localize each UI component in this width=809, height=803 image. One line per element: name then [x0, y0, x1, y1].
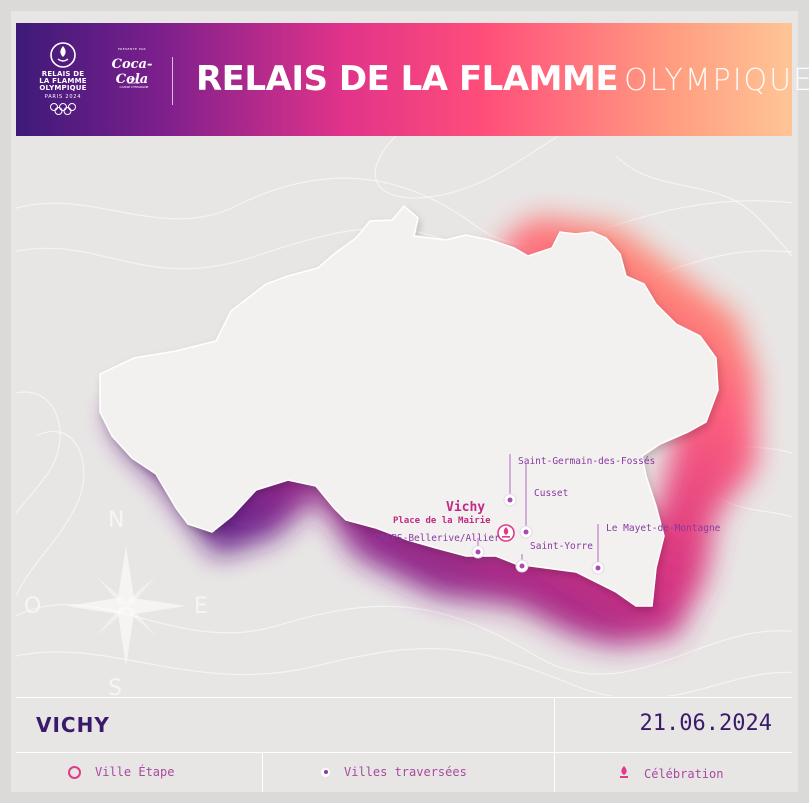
compass-west: O: [24, 594, 42, 619]
legend-divider: [262, 752, 263, 792]
legend-label: Ville Étape: [95, 765, 175, 779]
map-markers: [471, 454, 605, 575]
dot-marker-icon: [471, 545, 485, 559]
map-svg: [16, 136, 792, 696]
ring-marker-icon: [68, 765, 81, 779]
compass-north: N: [108, 508, 125, 533]
label-creps: CREPS-Bellerive/Allier: [374, 533, 500, 544]
compass-south: S: [108, 676, 122, 696]
label-cusset: Cusset: [534, 488, 569, 499]
legend-divider: [554, 752, 555, 792]
city-name: VICHY: [36, 713, 110, 737]
logo-paris: PARIS 2024: [44, 94, 82, 100]
legend-villes-traversees: Villes traversées: [321, 765, 467, 779]
label-saint-yorre: Saint-Yorre: [530, 541, 593, 552]
olympic-rings-icon: [50, 103, 76, 115]
legend-celebration: Célébration: [618, 765, 723, 782]
dot-marker-icon: [591, 561, 605, 575]
flame-celebration-icon: [618, 765, 630, 782]
header-divider: [172, 57, 173, 105]
legend-label: Villes traversées: [344, 765, 467, 779]
flame-celebration-icon: [497, 524, 515, 542]
legend-ville-etape: Ville Étape: [68, 765, 174, 779]
label-vichy-detail: Place de la Mairie: [393, 516, 491, 526]
paris-2024-logo: RELAIS DE LA FLAMME OLYMPIQUE PARIS 2024…: [38, 41, 168, 121]
compass-east: E: [194, 594, 208, 619]
event-date: 21.06.2024: [639, 711, 772, 736]
label-saint-germain: Saint-Germain-des-Fossés: [518, 456, 656, 467]
legend-label: Célébration: [644, 766, 724, 781]
partner-intro: PRÉSENTÉ PAR: [117, 47, 147, 51]
flame-icon: [50, 42, 76, 68]
compass-rose-icon: [66, 546, 186, 666]
label-vichy: Vichy: [446, 500, 486, 515]
sub-partners: BPCE GROUPE CAISSE D'EPARGNE: [119, 77, 149, 89]
legend: Ville Étape Villes traversées Célébratio…: [16, 752, 792, 792]
dot-marker-icon: [515, 559, 529, 573]
dot-marker-icon: [519, 525, 533, 539]
header-banner: RELAIS DE LA FLAMME OLYMPIQUE PARIS 2024…: [16, 23, 809, 136]
contour-lines: [16, 136, 792, 696]
map-area: N E O S Saint-Germain-des-Fossés Cusset …: [16, 136, 792, 696]
dot-marker-icon: [321, 767, 330, 777]
label-mayet: Le Mayet-de-Montagne: [606, 523, 721, 534]
dot-marker-icon: [503, 493, 517, 507]
footer-divider: [554, 698, 555, 752]
logo-title: RELAIS DE LA FLAMME OLYMPIQUE: [39, 70, 87, 92]
footer-info: VICHY 21.06.2024: [16, 697, 792, 753]
title-bold: RELAIS DE LA FLAMME: [196, 59, 619, 99]
partner-logo: Coca-Cola: [111, 57, 153, 87]
title-light: OLYMPIQUE: [624, 63, 809, 98]
department-shape: [99, 204, 719, 607]
